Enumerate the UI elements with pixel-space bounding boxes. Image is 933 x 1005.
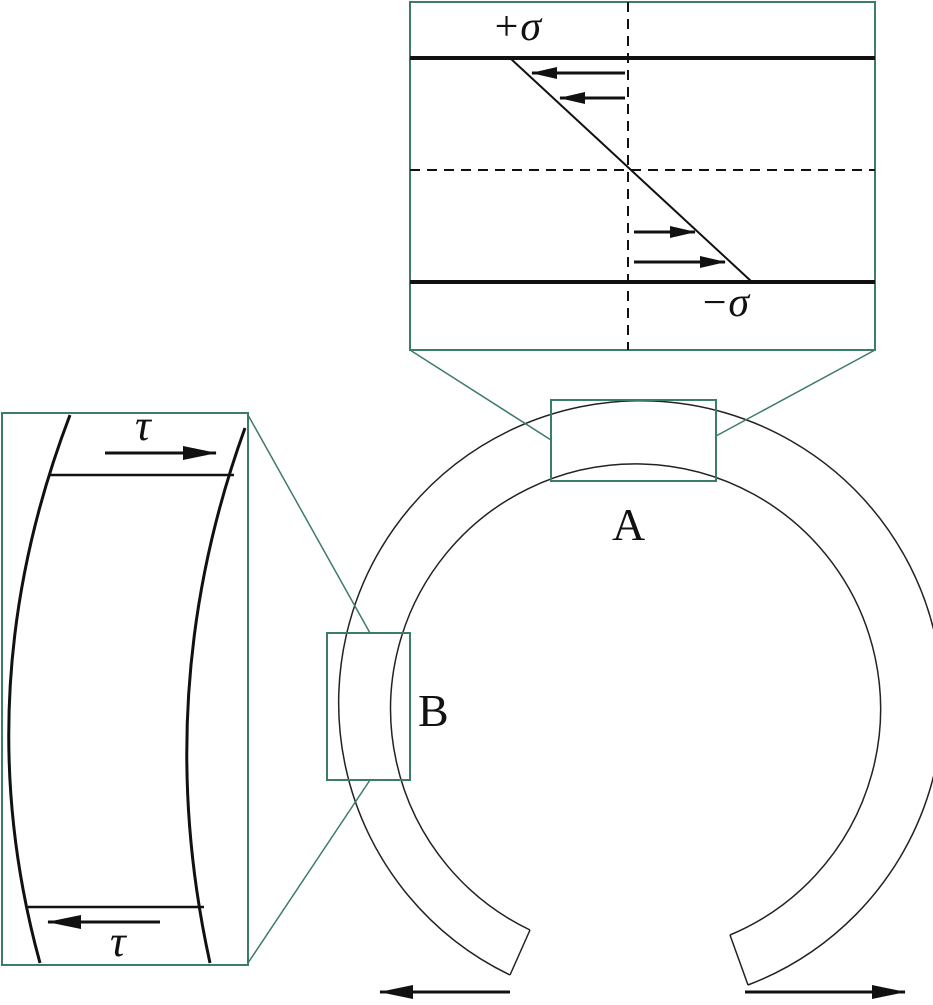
zoom-connector-b-top [247, 414, 371, 634]
tau-bottom-label: τ [110, 917, 128, 966]
zoom-connector-a-right [715, 349, 876, 437]
minus-sigma-label: −σ [700, 280, 751, 326]
shear-stress-panel: τ τ [1, 401, 249, 966]
plus-sigma-label: +σ [492, 4, 543, 50]
inner-curved-edge [185, 427, 247, 964]
outer-curved-edge [7, 414, 72, 964]
label-a: A [612, 499, 645, 550]
ring-right-end [729, 934, 749, 986]
region-a-box [550, 399, 717, 482]
ring-left-end [509, 929, 531, 976]
bending-panel-frame [409, 1, 876, 351]
ring-outer-edge [337, 400, 933, 986]
region-b-box [326, 632, 411, 781]
shear-panel-frame [1, 412, 249, 966]
label-b: B [418, 685, 449, 736]
bending-stress-panel: +σ −σ [409, 1, 876, 351]
tau-top-label: τ [135, 401, 153, 450]
split-ring [337, 400, 933, 986]
zoom-connector-a-left [409, 349, 552, 441]
ring-inner-edge [389, 463, 882, 936]
stress-distribution-line [509, 57, 753, 283]
zoom-connector-b-bottom [247, 779, 371, 964]
